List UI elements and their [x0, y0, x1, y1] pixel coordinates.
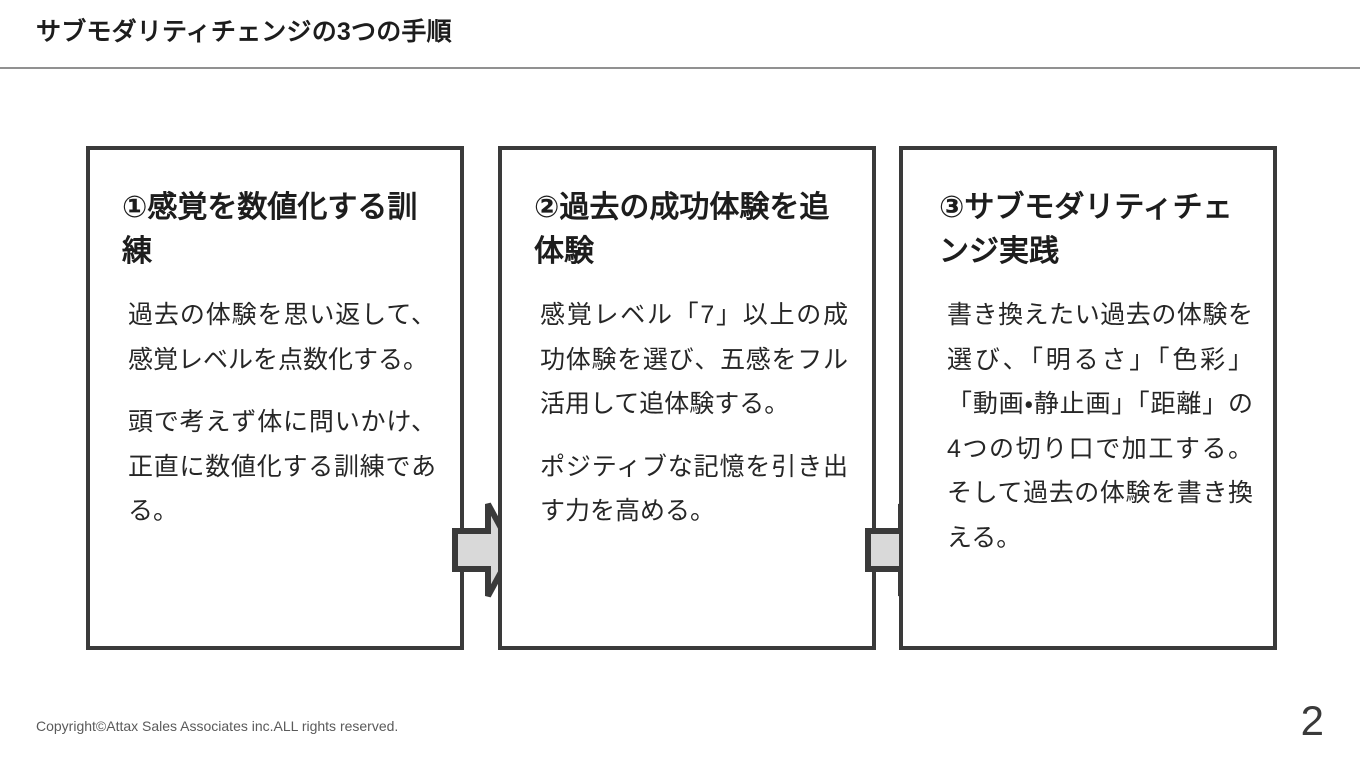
step-3-content: ③サブモダリティチェンジ実践 書き換えたい過去の体験を選び、「明るさ」「色彩」「…	[939, 186, 1253, 560]
copyright-notice: Copyright©Attax Sales Associates inc.ALL…	[36, 718, 399, 734]
step-1-heading: ①感覚を数値化する訓練	[122, 191, 418, 268]
step-1-paragraph-2: 頭で考えず体に問いかけ、正直に数値化する訓練である。	[128, 408, 436, 525]
step-2-paragraph-1: 感覚レベル「7」以上の成功体験を選び、五感をフル活用して追体験する。	[540, 301, 848, 418]
step-2-content: ②過去の成功体験を追体験 感覚レベル「7」以上の成功体験を選び、五感をフル活用し…	[534, 186, 848, 534]
step-2-paragraph-2: ポジティブな記憶を引き出す力を高める。	[540, 452, 848, 526]
step-box-2[interactable]: ②過去の成功体験を追体験 感覚レベル「7」以上の成功体験を選び、五感をフル活用し…	[498, 146, 876, 650]
page-number: 2	[1300, 697, 1324, 744]
step-1-content: ①感覚を数値化する訓練 過去の体験を思い返して、感覚レベルを点数化する。 頭で考…	[122, 186, 436, 534]
process-flow: ①感覚を数値化する訓練 過去の体験を思い返して、感覚レベルを点数化する。 頭で考…	[0, 146, 1360, 654]
step-3-heading: ③サブモダリティチェンジ実践	[939, 191, 1233, 268]
page-title: サブモダリティチェンジの3つの手順	[36, 18, 452, 46]
step-1-paragraph-1: 過去の体験を思い返して、感覚レベルを点数化する。	[128, 301, 436, 374]
header-divider	[0, 67, 1360, 69]
step-2-heading: ②過去の成功体験を追体験	[534, 191, 830, 268]
step-box-3[interactable]: ③サブモダリティチェンジ実践 書き換えたい過去の体験を選び、「明るさ」「色彩」「…	[899, 146, 1277, 650]
step-box-1[interactable]: ①感覚を数値化する訓練 過去の体験を思い返して、感覚レベルを点数化する。 頭で考…	[86, 146, 464, 650]
step-3-paragraph-1: 書き換えたい過去の体験を選び、「明るさ」「色彩」「動画・静止画」「距離」の4つの…	[947, 301, 1253, 552]
